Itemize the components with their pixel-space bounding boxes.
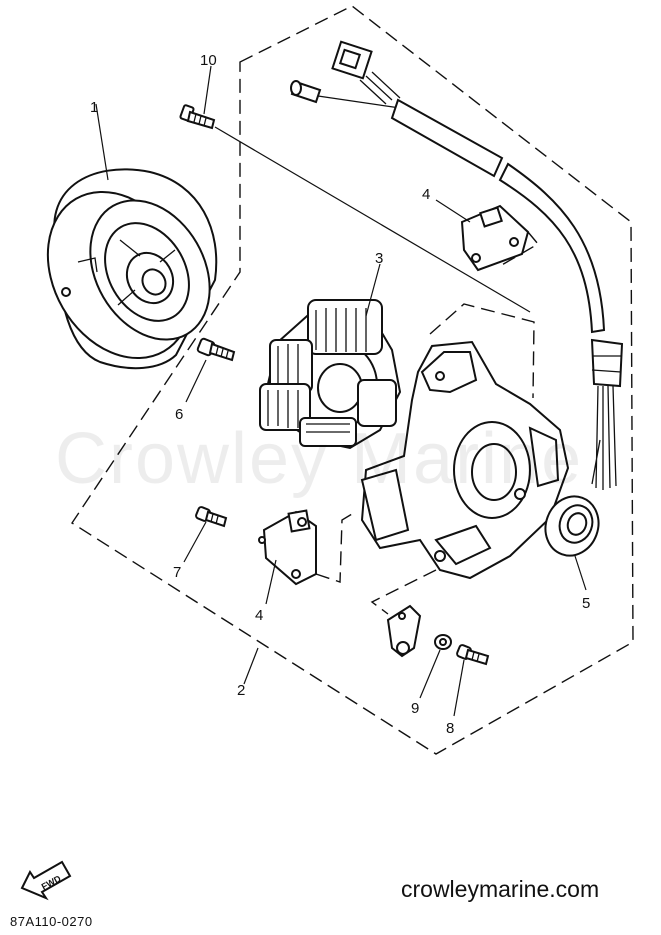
wire-harness[interactable] [290, 40, 624, 490]
leader-4-upper [435, 199, 471, 223]
callout-2: 2 [237, 682, 245, 699]
pulser-coil-upper[interactable] [460, 204, 530, 272]
leader-2 [243, 647, 259, 685]
callout-7: 7 [173, 564, 181, 581]
bolt-8[interactable] [456, 644, 490, 666]
leader-6 [185, 359, 207, 403]
screw-6[interactable] [196, 337, 236, 362]
assembly-boundary [71, 5, 634, 755]
callout-4-upper: 4 [422, 186, 430, 203]
stator-assembly[interactable] [259, 299, 402, 450]
leader-8 [453, 659, 465, 717]
flywheel[interactable] [19, 166, 234, 384]
leader-10-line [214, 126, 531, 313]
callout-8: 8 [446, 720, 454, 737]
watermark: Crowley Marine [55, 419, 584, 499]
pulser-coil-lower[interactable] [258, 509, 317, 586]
bolt-10[interactable] [179, 104, 216, 130]
leader-3 [365, 263, 381, 317]
leader-1 [95, 103, 109, 181]
callout-5: 5 [582, 595, 590, 612]
washer-9[interactable] [434, 634, 452, 650]
clamp[interactable] [386, 604, 422, 658]
fwd-arrow-icon: FWD [20, 860, 72, 901]
leader-9 [419, 649, 441, 699]
pulser-lower-link [315, 513, 353, 583]
clamp-link [370, 569, 437, 615]
leader-4-lower [265, 559, 277, 605]
callout-1: 1 [90, 99, 98, 116]
drawing-code: 87A110-0270 [10, 914, 93, 929]
screw-7[interactable] [195, 506, 228, 528]
callout-4-lower: 4 [255, 607, 263, 624]
website-label: crowleymarine.com [401, 876, 600, 902]
stator-base-plate[interactable] [360, 340, 570, 580]
callout-10: 10 [200, 52, 217, 69]
callout-9: 9 [411, 700, 419, 717]
base-plate-link [429, 303, 535, 399]
callout-6: 6 [175, 406, 183, 423]
leader-7 [183, 521, 207, 563]
callout-3: 3 [375, 250, 383, 267]
leader-10 [203, 65, 212, 115]
oil-seal[interactable] [537, 489, 606, 563]
leader-5 [574, 555, 587, 591]
pulser-upper-link [499, 231, 540, 267]
